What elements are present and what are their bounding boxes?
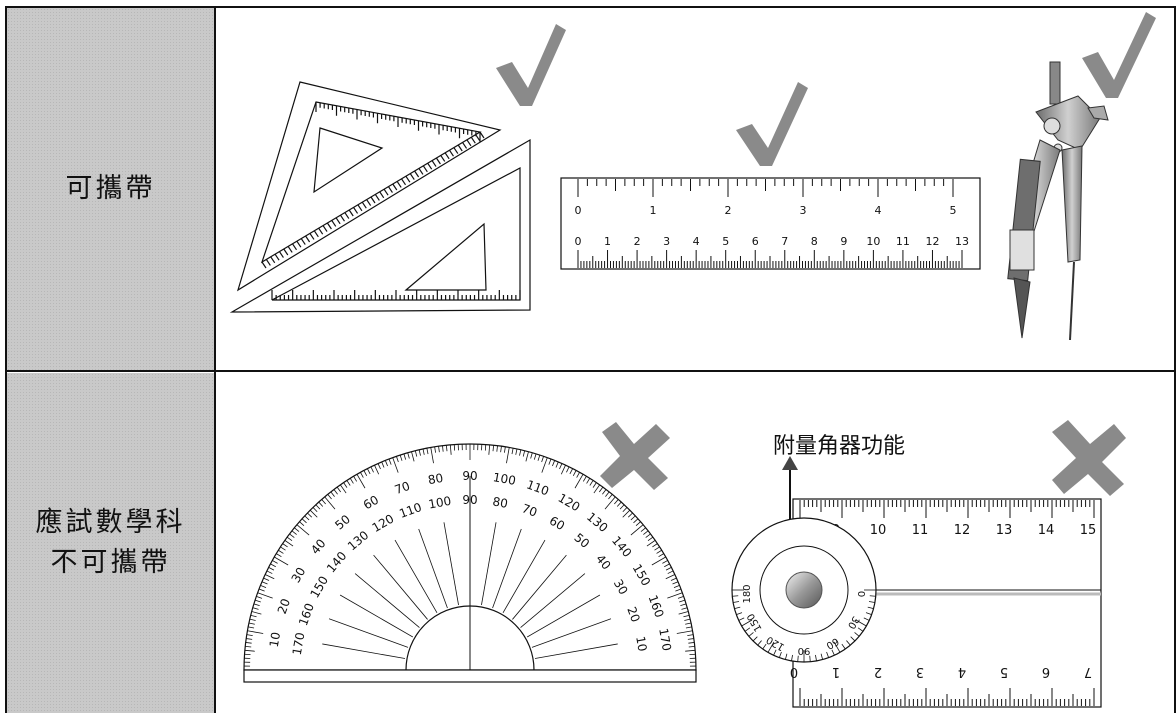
- protractor-inner-label: 90: [462, 493, 477, 507]
- ruler-bottom-label: 0: [575, 235, 582, 248]
- table-border-left: [5, 6, 7, 713]
- ruler-top-label: 0: [575, 204, 582, 217]
- protractor-inner-label: 30: [611, 577, 631, 597]
- ruler-bottom-label: 9: [840, 235, 847, 248]
- ruler-bottom-label: 12: [925, 235, 939, 248]
- protractor-outer-label: 90: [462, 469, 477, 483]
- ruler-bottom-label: 3: [663, 235, 670, 248]
- ruler2-bottom-label: 3: [916, 664, 924, 679]
- dial-label: 180: [742, 584, 753, 603]
- ruler-top-label: 3: [800, 204, 807, 217]
- ruler-bottom-label: 5: [722, 235, 729, 248]
- protractor-function-note: 附量角器功能: [773, 434, 906, 459]
- check-icon-2: [736, 82, 808, 166]
- protractor-inner-label: 170: [290, 631, 308, 656]
- ruler-bottom-label: 11: [896, 235, 910, 248]
- ruler-bottom-label: 13: [955, 235, 969, 248]
- protractor-outer-label: 170: [656, 627, 674, 652]
- ruler2-bottom-label: 0: [790, 664, 798, 679]
- ruler-bottom-label: 7: [781, 235, 788, 248]
- table-row-divider: [5, 370, 1176, 372]
- check-icon-1: [496, 24, 566, 106]
- ruler-bottom-label: 6: [752, 235, 759, 248]
- protractor-inner-label: 80: [491, 494, 508, 510]
- ruler2-top-label: 11: [912, 523, 929, 538]
- protractor-outer-label: 80: [427, 471, 444, 487]
- table-column-divider: [214, 6, 216, 713]
- ruler2-top-label: 10: [870, 523, 887, 538]
- ruler2-top-label: 12: [954, 523, 971, 538]
- ruler2-top-label: 13: [996, 523, 1013, 538]
- ruler-top-label: 5: [950, 204, 957, 217]
- ruler-top-label: 2: [725, 204, 732, 217]
- ruler2-bottom-label: 2: [874, 664, 882, 679]
- ruler2-bottom-label: 7: [1084, 664, 1092, 679]
- table-border-right: [1174, 6, 1176, 713]
- ruler-bottom-label: 2: [634, 235, 641, 248]
- protractor-inner-label: 10: [633, 635, 649, 652]
- ruler2-bottom-label: 6: [1042, 664, 1050, 679]
- protractor-outer-label: 100: [492, 470, 517, 488]
- protractor-inner-label: 20: [624, 605, 642, 624]
- protractor-inner-label: 100: [427, 494, 452, 512]
- ruler-top-label: 1: [650, 204, 657, 217]
- dial-label: 90: [798, 645, 811, 656]
- check-icon-3: [1082, 12, 1156, 98]
- row-label-not-allowed: 應試數學科 不可攜帶: [7, 373, 214, 713]
- ruler2-bottom-label: 4: [958, 664, 966, 679]
- set-square-icon: [229, 81, 531, 313]
- not-allowed-label-line-2: 不可攜帶: [50, 547, 171, 578]
- ruler2-top-label: 14: [1038, 523, 1055, 538]
- protractor-outer-label: 30: [289, 565, 309, 585]
- ruler2-bottom-label: 1: [832, 664, 840, 679]
- compass-icon: [1007, 61, 1109, 341]
- protractor-outer-label: 10: [267, 631, 283, 648]
- ruler-bottom-label: 1: [604, 235, 611, 248]
- table-border-top: [5, 6, 1176, 8]
- ruler2-top-label: 15: [1080, 523, 1097, 538]
- protractor-inner-label: 70: [520, 501, 539, 519]
- ruler-bottom-label: 8: [811, 235, 818, 248]
- ruler-bottom-label: 10: [866, 235, 880, 248]
- protractor-outer-label: 70: [393, 479, 412, 497]
- ruler-bottom-label: 4: [693, 235, 700, 248]
- protractor-inner-label: 60: [547, 513, 567, 533]
- ruler-top-label: 4: [875, 204, 882, 217]
- cross-icon-1: [600, 422, 670, 490]
- protractor-outer-label: 60: [361, 493, 381, 513]
- ruler2-bottom-label: 5: [1000, 664, 1008, 679]
- dial-label: 0: [855, 591, 866, 597]
- row-label-allowed: 可攜帶: [7, 8, 214, 370]
- not-allowed-label-line-1: 應試數學科: [35, 507, 186, 538]
- allowed-label-line: 可攜帶: [65, 173, 156, 204]
- cross-icon-2: [1052, 420, 1126, 496]
- protractor-outer-label: 20: [275, 597, 293, 616]
